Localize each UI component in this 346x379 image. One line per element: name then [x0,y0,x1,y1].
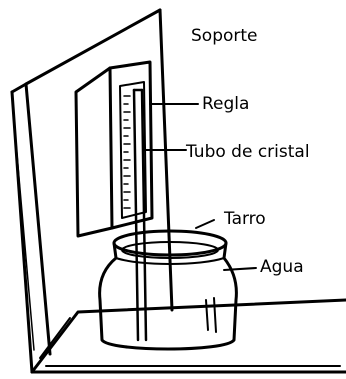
leader-lines [143,103,257,271]
ruler-block [74,60,154,238]
glass-tube [132,88,148,342]
label-regla: Regla [202,94,249,114]
jar [98,229,238,351]
label-tarro: Tarro [223,209,266,229]
label-soporte: Soporte [191,26,258,46]
support-board [10,8,174,374]
label-agua: Agua [260,257,304,277]
base-plate [30,298,346,374]
label-tubo: Tubo de cristal [185,142,310,162]
ruler-ticks [123,95,131,209]
